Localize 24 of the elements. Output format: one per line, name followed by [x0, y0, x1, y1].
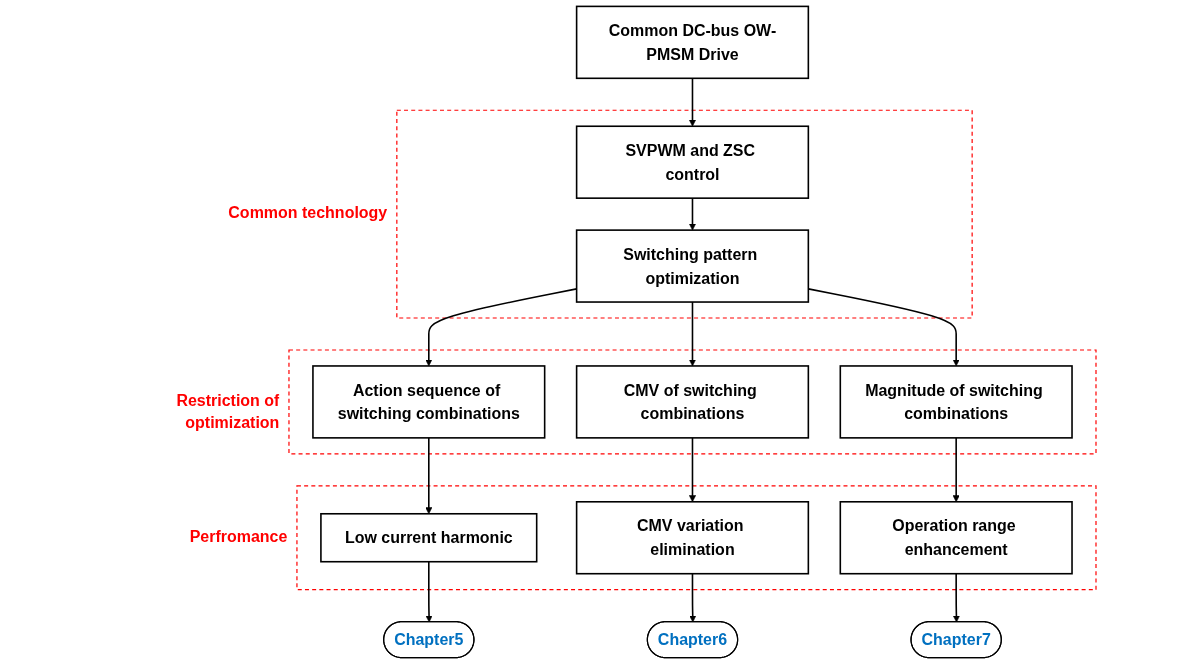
node-label: Perfromance: [189, 527, 288, 545]
arrow: [688, 197, 696, 231]
node-box: CMV of switching combinations: [575, 365, 810, 439]
node-label: Common technology: [228, 203, 388, 222]
arrow: [688, 301, 696, 367]
node-box: Magnitude of switching combinations: [839, 365, 1073, 439]
node-box: Low current harmonic: [320, 513, 538, 563]
arrow: [689, 572, 697, 623]
arrow: [952, 572, 960, 623]
node-box: SVPWM and ZSC control: [575, 125, 810, 199]
node-label: Restriction of optimization: [176, 391, 280, 432]
arrow: [425, 437, 433, 515]
node-box: CMV variation elimination: [575, 501, 810, 575]
node-box: Common DC-bus OW-PMSM Drive: [575, 5, 810, 80]
arrow: [688, 77, 696, 127]
arrow: [425, 560, 433, 623]
node-box: Switching pattern optimization: [575, 229, 810, 303]
node-box: Operation range enhancement: [839, 501, 1073, 575]
node-box: Action sequence of switching combinations: [312, 365, 546, 439]
cluster: [396, 109, 973, 319]
cluster: [288, 349, 1097, 455]
arrow: [688, 437, 696, 503]
cluster: [296, 485, 1097, 591]
arrow: [952, 437, 960, 503]
